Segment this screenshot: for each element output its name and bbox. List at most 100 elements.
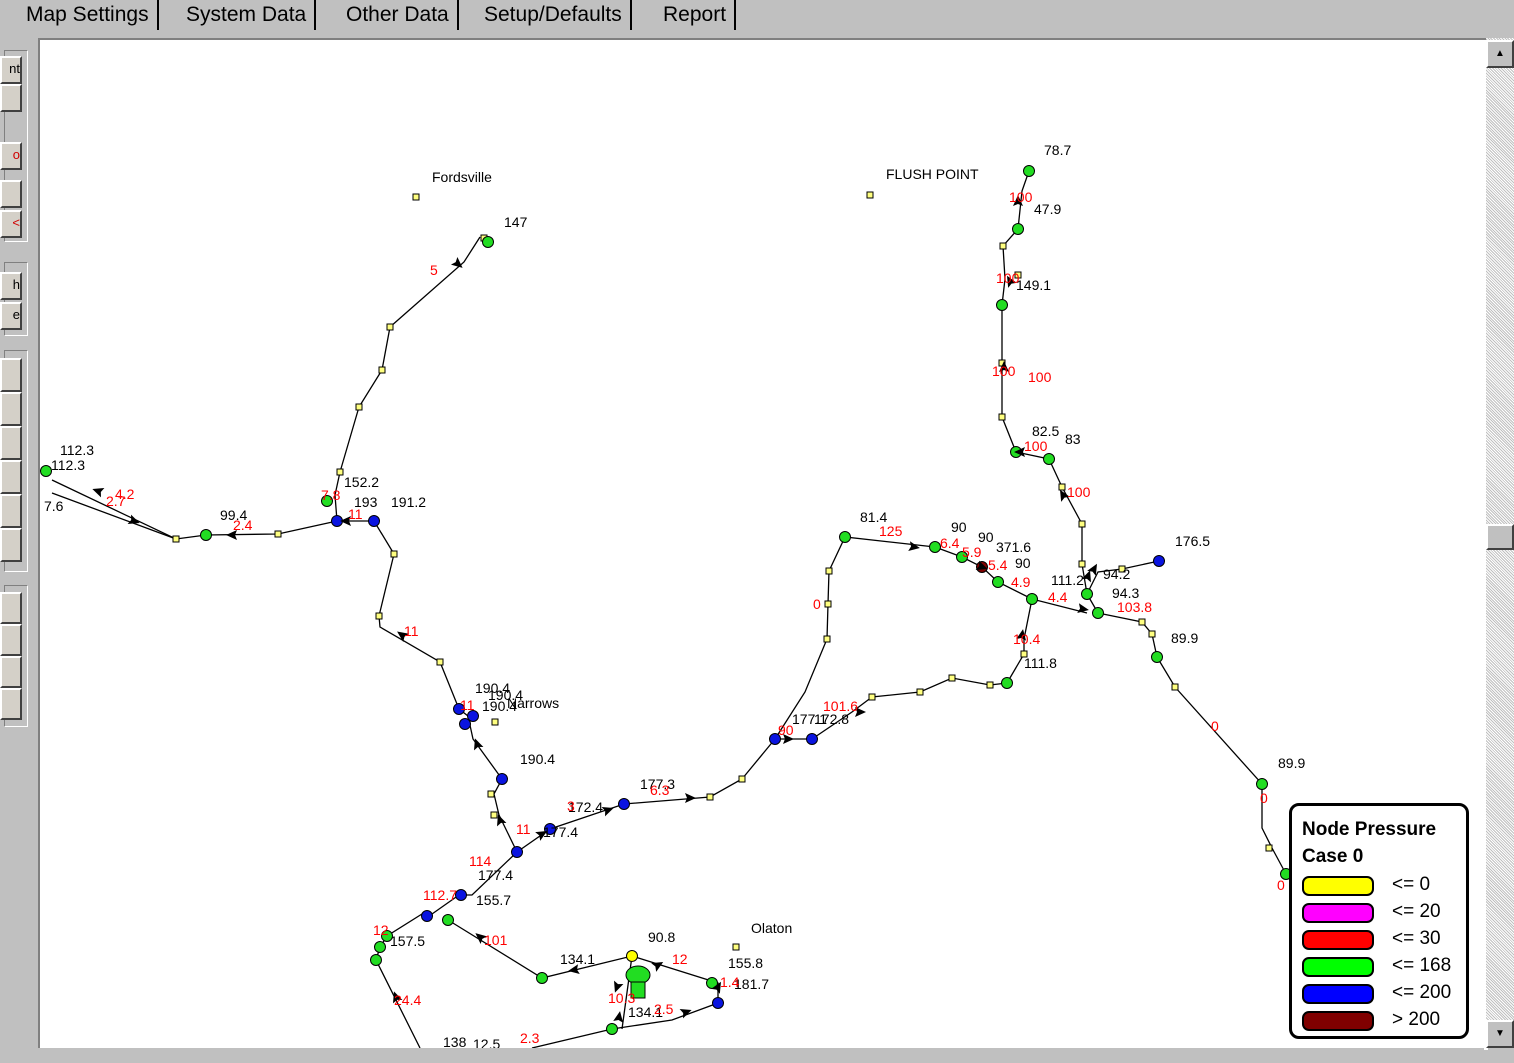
node-pressure-label: 90	[978, 529, 994, 545]
junction-node[interactable]	[992, 576, 1004, 588]
pipe-vertex	[916, 688, 924, 696]
flow-arrow	[92, 488, 105, 498]
node-pressure-label: 172.4	[568, 799, 603, 815]
junction-node[interactable]	[618, 798, 630, 810]
toolbar-button-10[interactable]	[0, 426, 22, 460]
toolbar-button-4[interactable]	[0, 180, 22, 208]
junction-node[interactable]	[1001, 677, 1013, 689]
toolbar-button-9[interactable]	[0, 392, 22, 426]
flow-label: 5	[430, 262, 438, 278]
junction-node[interactable]	[511, 846, 523, 858]
junction-node[interactable]	[536, 972, 548, 984]
scroll-thumb[interactable]	[1486, 524, 1514, 550]
junction-node[interactable]	[1043, 453, 1055, 465]
junction-node[interactable]	[1256, 778, 1268, 790]
pipe-vertices	[172, 191, 1273, 951]
junction-node[interactable]	[1153, 555, 1165, 567]
junction-node[interactable]	[956, 551, 968, 563]
node-pressure-label: 90	[951, 519, 967, 535]
junction-node[interactable]	[442, 914, 454, 926]
pipe-vertex	[436, 658, 444, 666]
toolbar-button-14[interactable]	[0, 592, 22, 624]
flow-arrow	[1081, 570, 1091, 583]
junction-node[interactable]	[1026, 593, 1038, 605]
flow-label: 3	[567, 798, 575, 814]
vertical-scrollbar[interactable]: ▲ ▼	[1486, 38, 1514, 1048]
toolbar-button-6[interactable]: h	[0, 272, 22, 300]
junction-node[interactable]	[455, 889, 467, 901]
junction-node[interactable]	[929, 541, 941, 553]
pipe-vertex	[823, 635, 831, 643]
toolbar-button-2[interactable]	[0, 84, 22, 112]
pipe-vertex	[487, 790, 495, 798]
junction-node[interactable]	[200, 529, 212, 541]
tab-other-data[interactable]: Other Data	[340, 0, 459, 30]
junction-node[interactable]	[40, 465, 52, 477]
flow-arrow	[908, 541, 920, 552]
pipe-vertex	[1138, 618, 1146, 626]
node-pressure-label: 176.5	[1175, 533, 1210, 549]
flow-label: 10.3	[608, 990, 635, 1006]
toolbar-button-5[interactable]: <	[0, 210, 22, 238]
tab-system-data[interactable]: System Data	[180, 0, 317, 30]
flow-arrow	[474, 738, 484, 751]
junction-node[interactable]	[1012, 223, 1024, 235]
junction-node[interactable]	[421, 910, 433, 922]
toolbar-button-13[interactable]	[0, 528, 22, 562]
junction-node[interactable]	[381, 930, 393, 942]
toolbar-button-11[interactable]	[0, 460, 22, 494]
toolbar-button-16[interactable]	[0, 656, 22, 688]
junction-node[interactable]	[806, 733, 818, 745]
junction-node[interactable]	[769, 733, 781, 745]
junction-node[interactable]	[606, 1023, 618, 1035]
flow-label: 0	[1260, 790, 1268, 806]
junction-node[interactable]	[368, 515, 380, 527]
junction-node[interactable]	[459, 718, 471, 730]
scroll-down-button[interactable]: ▼	[1486, 1020, 1514, 1048]
flow-label: 4.2	[115, 486, 135, 502]
junction-nodes[interactable]	[40, 165, 1292, 1035]
flow-label: 11	[348, 506, 363, 522]
scroll-up-button[interactable]: ▲	[1486, 40, 1514, 68]
junction-node[interactable]	[370, 954, 382, 966]
toolbar-button-8[interactable]	[0, 358, 22, 392]
flow-label: 100	[996, 270, 1020, 286]
junction-node[interactable]	[1023, 165, 1035, 177]
pipe-vertex	[1078, 560, 1086, 568]
junction-node[interactable]	[1151, 651, 1163, 663]
junction-node[interactable]	[321, 495, 333, 507]
legend-row-5: <= 200	[1302, 982, 1462, 1006]
pump-node[interactable]	[630, 981, 646, 999]
junction-node[interactable]	[482, 236, 494, 248]
toolbar-button-15[interactable]	[0, 624, 22, 656]
flow-label: 100	[1028, 369, 1052, 385]
horizontal-scrollbar[interactable]	[38, 1048, 1484, 1063]
flow-arrow	[393, 991, 403, 1004]
tab-setup-defaults[interactable]: Setup/Defaults	[478, 0, 632, 30]
junction-node[interactable]	[1092, 607, 1104, 619]
flow-label: 0	[813, 596, 821, 612]
junction-node[interactable]	[839, 531, 851, 543]
node-pressure-label: 155.7	[476, 892, 511, 908]
junction-node[interactable]	[374, 941, 386, 953]
flow-label: 101	[484, 932, 508, 948]
junction-node[interactable]	[712, 997, 724, 1009]
junction-node[interactable]	[496, 773, 508, 785]
junction-node[interactable]	[453, 703, 465, 715]
toolbar-button-1[interactable]: nt	[0, 56, 22, 84]
junction-node[interactable]	[626, 950, 638, 962]
toolbar-button-3[interactable]: o	[0, 142, 22, 170]
toolbar-button-7[interactable]: e	[0, 302, 22, 330]
junction-node[interactable]	[1081, 588, 1093, 600]
junction-node[interactable]	[467, 710, 479, 722]
toolbar-button-12[interactable]	[0, 494, 22, 528]
tab-map-settings[interactable]: Map Settings	[20, 0, 159, 30]
flow-label: 5.4	[988, 557, 1008, 573]
tank-node[interactable]	[625, 965, 651, 985]
toolbar-button-17[interactable]	[0, 688, 22, 720]
junction-node[interactable]	[544, 823, 556, 835]
tab-report[interactable]: Report	[657, 0, 737, 30]
junction-node[interactable]	[996, 299, 1008, 311]
